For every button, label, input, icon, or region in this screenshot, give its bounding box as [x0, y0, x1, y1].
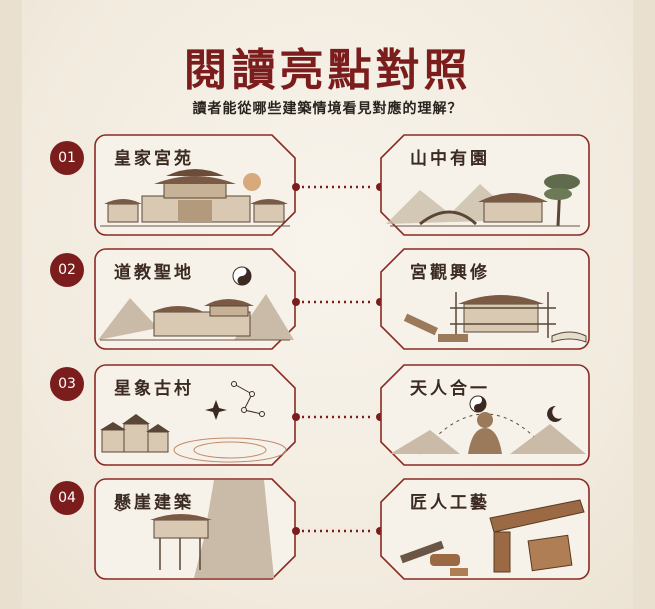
card-label: 星象古村 — [114, 379, 194, 399]
card-label: 天人合一 — [410, 379, 490, 399]
card-label: 匠人工藝 — [410, 493, 490, 513]
card-craftsmanship: 匠人工藝 — [380, 478, 590, 580]
card-heaven-human-unity: 天人合一 — [380, 364, 590, 466]
row-number-badge: 03 — [50, 367, 84, 401]
card-label: 山中有園 — [410, 149, 490, 169]
card-cliff-architecture: 懸崖建築 — [94, 478, 296, 580]
page-subtitle: 讀者能從哪些建築情境看見對應的理解？ — [192, 101, 463, 117]
carving-tools-illustration — [399, 499, 585, 576]
temple-illustration — [98, 266, 294, 341]
village-stars-illustration — [100, 381, 287, 463]
meditation-illustration — [390, 395, 586, 455]
card-star-village: 星象古村 — [94, 364, 296, 466]
mountain-garden-illustration — [386, 174, 580, 227]
palace-illustration — [100, 169, 290, 227]
row-number-badge: 02 — [50, 253, 84, 287]
card-label: 懸崖建築 — [114, 493, 194, 513]
row-number-badge: 04 — [50, 481, 84, 515]
card-temple-construction: 宮觀興修 — [380, 248, 590, 350]
connector-dots — [292, 298, 384, 306]
right-margin — [633, 0, 655, 609]
left-margin — [0, 0, 22, 609]
scaffold-illustration — [403, 292, 587, 343]
row-number-badge: 01 — [50, 141, 84, 175]
card-imperial-garden: 皇家宮苑 — [94, 134, 296, 236]
connector-dots — [292, 183, 384, 191]
cliff-temple-illustration — [113, 480, 274, 578]
card-taoist-holy-site: 道教聖地 — [94, 248, 296, 350]
card-label: 皇家宮苑 — [114, 149, 194, 169]
card-label: 道教聖地 — [114, 263, 194, 283]
card-label: 宮觀興修 — [410, 263, 490, 283]
connector-dots — [292, 413, 384, 421]
page-title: 閱讀亮點對照 — [183, 45, 472, 96]
connector-dots — [292, 527, 384, 535]
card-mountain-garden: 山中有園 — [380, 134, 590, 236]
